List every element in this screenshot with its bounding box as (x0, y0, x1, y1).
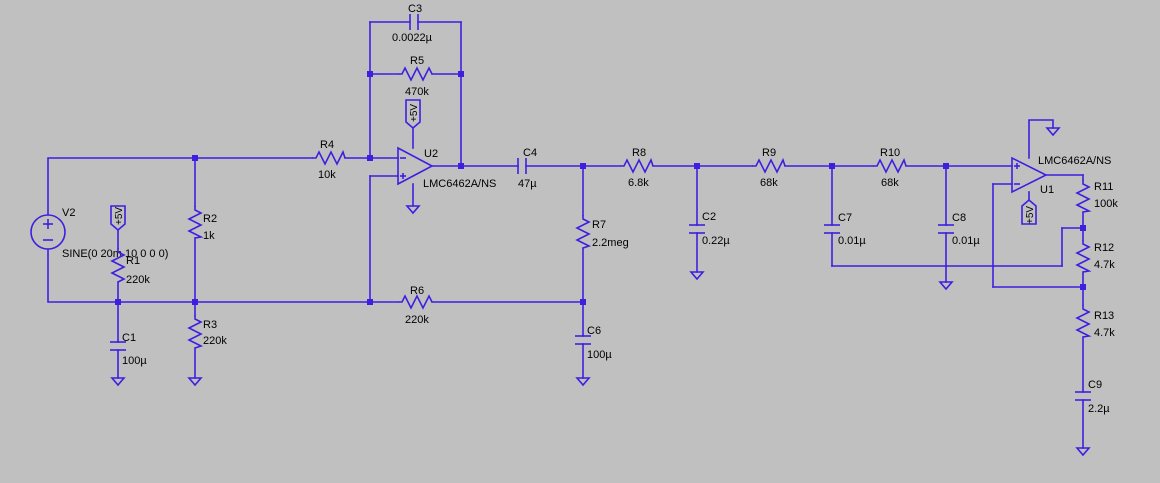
power-flag-icon: +5V (405, 99, 421, 130)
resistor-r11[interactable] (1075, 180, 1092, 213)
resistor-r8[interactable] (620, 157, 654, 174)
r1-value: 220k (126, 274, 150, 286)
resistor-r5[interactable] (398, 66, 433, 82)
u2-value: LMC6462A/NS (423, 178, 496, 190)
v2-value: SINE(0 20m 10 0 0 0) (62, 248, 168, 260)
c2-value: 0.22µ (702, 235, 730, 247)
c6-name: C6 (587, 325, 601, 337)
r3-name: R3 (203, 319, 217, 331)
power-label: +5V (1025, 206, 1036, 224)
ground-icon (187, 377, 203, 387)
capacitor-c6[interactable] (575, 335, 591, 345)
r13-value: 4.7k (1094, 327, 1115, 339)
c9-name: C9 (1088, 379, 1102, 391)
r11-name: R11 (1094, 181, 1113, 193)
c1-name: C1 (122, 332, 136, 344)
ground-icon (575, 377, 591, 387)
c2-name: C2 (702, 211, 716, 223)
ground-icon (1075, 447, 1091, 457)
c1-value: 100µ (122, 355, 147, 367)
u1-value: LMC6462A/NS (1038, 155, 1111, 167)
resistor-r6[interactable] (398, 294, 433, 310)
c6-value: 100µ (587, 349, 612, 361)
r8-value: 6.8k (628, 177, 649, 189)
power-label: +5V (114, 207, 125, 225)
capacitor-c1[interactable] (110, 341, 126, 351)
opamp-u2[interactable] (397, 146, 434, 186)
opamp-u1[interactable] (1011, 156, 1048, 194)
r13-name: R13 (1094, 310, 1114, 322)
c3-value: 0.0022µ (392, 32, 433, 44)
resistor-r2[interactable] (187, 206, 204, 239)
resistor-r13[interactable] (1075, 305, 1092, 338)
u2-name: U2 (424, 148, 438, 160)
r5-name: R5 (410, 55, 424, 67)
resistor-r7[interactable] (575, 215, 592, 249)
power-flag-icon: +5V (110, 205, 126, 232)
r10-name: R10 (880, 147, 900, 159)
r6-name: R6 (410, 285, 424, 297)
c7-name: C7 (838, 212, 852, 224)
capacitor-c3[interactable] (409, 14, 419, 30)
ground-icon (405, 205, 421, 215)
capacitor-c4[interactable] (517, 158, 527, 174)
c8-name: C8 (952, 212, 966, 224)
resistor-r9[interactable] (752, 157, 786, 174)
c9-value: 2.2µ (1088, 403, 1110, 415)
v2-name: V2 (62, 207, 75, 219)
r3-value: 220k (203, 335, 227, 347)
c4-name: C4 (523, 147, 537, 159)
c8-value: 0.01µ (952, 235, 980, 247)
r9-value: 68k (760, 177, 778, 189)
r10-value: 68k (881, 177, 899, 189)
u1-name: U1 (1040, 184, 1054, 196)
wires (47, 21, 1084, 449)
resistor-r1[interactable] (110, 248, 126, 283)
r6-value: 220k (405, 314, 429, 326)
r2-value: 1k (203, 230, 215, 242)
r12-value: 4.7k (1094, 259, 1115, 271)
r2-name: R2 (203, 213, 217, 225)
r8-name: R8 (632, 147, 646, 159)
capacitor-c2[interactable] (689, 224, 705, 234)
ground-icon (689, 271, 705, 281)
junction-dots (115, 71, 1086, 305)
r11-value: 100k (1094, 198, 1118, 210)
c3-name: C3 (408, 3, 422, 15)
r1-name: R1 (126, 255, 140, 267)
resistor-r3[interactable] (187, 315, 204, 349)
r7-name: R7 (592, 219, 606, 231)
r12-name: R12 (1094, 242, 1114, 254)
ground-icon (938, 281, 954, 291)
power-label: +5V (409, 104, 420, 122)
capacitor-c7[interactable] (824, 224, 840, 234)
c4-value: 47µ (518, 178, 537, 190)
resistor-r10[interactable] (873, 157, 907, 174)
capacitor-c9[interactable] (1075, 391, 1091, 401)
voltage-source-v2[interactable] (30, 214, 66, 250)
r5-value: 470k (405, 86, 429, 98)
resistor-r12[interactable] (1075, 240, 1092, 273)
r4-value: 10k (318, 169, 336, 181)
c7-value: 0.01µ (838, 235, 866, 247)
power-flag-icon: +5V (1021, 198, 1037, 225)
r9-name: R9 (762, 147, 776, 159)
r4-name: R4 (320, 139, 334, 151)
ground-icon (110, 377, 126, 387)
r7-value: 2.2meg (592, 237, 629, 249)
ground-icon (1045, 127, 1061, 137)
resistor-r4[interactable] (312, 149, 346, 166)
capacitor-c8[interactable] (938, 224, 954, 234)
